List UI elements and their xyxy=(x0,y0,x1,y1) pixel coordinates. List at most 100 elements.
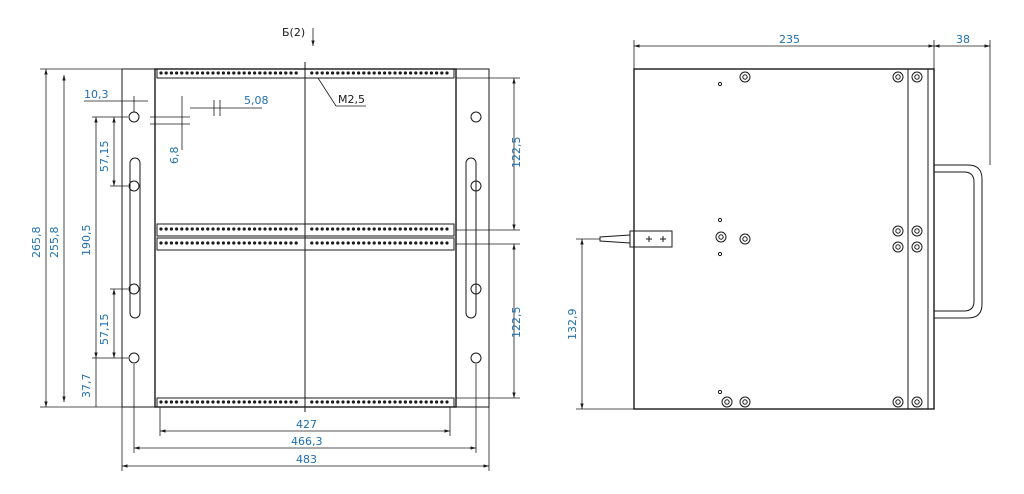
terminal-dot xyxy=(429,227,433,231)
dim-57-lower: 57,15 xyxy=(98,314,111,346)
terminal-dot xyxy=(398,71,402,75)
dim-6: 6,8 xyxy=(168,147,181,165)
terminal-dot xyxy=(320,71,324,75)
terminal-dot xyxy=(195,400,199,404)
terminal-dot xyxy=(227,71,231,75)
terminal-dot xyxy=(180,241,184,245)
terminal-dot xyxy=(377,241,381,245)
screw-inner xyxy=(742,236,748,242)
terminal-dot xyxy=(294,400,298,404)
terminal-dot xyxy=(169,71,173,75)
side-body xyxy=(633,68,935,410)
terminal-dot xyxy=(440,400,444,404)
terminal-dot xyxy=(362,241,366,245)
terminal-dot xyxy=(206,400,210,404)
terminal-dot xyxy=(237,241,241,245)
terminal-dot xyxy=(242,241,246,245)
terminal-dot xyxy=(341,227,345,231)
terminal-dot xyxy=(175,227,179,231)
terminal-dot xyxy=(289,227,293,231)
terminal-dot xyxy=(445,400,449,404)
terminal-dot xyxy=(414,241,418,245)
terminal-dot xyxy=(169,241,173,245)
terminal-dot xyxy=(258,227,262,231)
terminal-dot xyxy=(180,227,184,231)
terminal-dot xyxy=(388,241,392,245)
middle-rail-upper xyxy=(156,223,455,237)
dim-427: 427 xyxy=(296,418,317,431)
terminal-dot xyxy=(169,227,173,231)
terminal-dot xyxy=(419,227,423,231)
terminal-dot xyxy=(273,400,277,404)
terminal-dot xyxy=(175,400,179,404)
terminal-dot xyxy=(289,71,293,75)
terminal-dot xyxy=(180,400,184,404)
terminal-dot xyxy=(253,71,257,75)
terminal-dot xyxy=(253,241,257,245)
section-label: Б(2) xyxy=(282,26,305,39)
terminal-dot xyxy=(190,227,194,231)
thread-label: M2,5 xyxy=(338,93,365,106)
terminal-dot xyxy=(201,71,205,75)
terminal-dot xyxy=(216,71,220,75)
terminal-dot xyxy=(351,241,355,245)
screw-inner xyxy=(895,74,901,80)
screw-inner xyxy=(914,74,920,80)
terminal-dot xyxy=(289,241,293,245)
dim-57-upper: 57,15 xyxy=(98,141,111,173)
dim-122-upper: 122,5 xyxy=(510,137,523,169)
terminal-dot xyxy=(357,71,361,75)
terminal-dot xyxy=(284,400,288,404)
terminal-dot xyxy=(268,71,272,75)
terminal-dot xyxy=(362,71,366,75)
terminal-dot xyxy=(398,241,402,245)
terminal-dot xyxy=(294,241,298,245)
terminal-dot xyxy=(320,400,324,404)
terminal-dot xyxy=(440,227,444,231)
terminal-dot xyxy=(253,227,257,231)
terminal-dot xyxy=(435,227,439,231)
terminal-dot xyxy=(310,241,314,245)
terminal-dot xyxy=(398,400,402,404)
small-hole xyxy=(717,81,723,87)
terminal-dot xyxy=(325,71,329,75)
terminal-dot xyxy=(232,400,236,404)
terminal-dot xyxy=(325,227,329,231)
terminal-dot xyxy=(273,227,277,231)
terminal-dot xyxy=(383,400,387,404)
terminal-dot xyxy=(242,400,246,404)
terminal-dot xyxy=(377,227,381,231)
terminal-dot xyxy=(357,400,361,404)
terminal-dot xyxy=(247,400,251,404)
terminal-dot xyxy=(159,227,163,231)
terminal-dot xyxy=(211,71,215,75)
terminal-dot xyxy=(216,227,220,231)
terminal-dot xyxy=(388,400,392,404)
terminal-dot xyxy=(388,227,392,231)
terminal-dot xyxy=(419,241,423,245)
terminal-dot xyxy=(201,227,205,231)
terminal-dot xyxy=(383,241,387,245)
terminal-dot xyxy=(393,71,397,75)
terminal-dot xyxy=(195,227,199,231)
terminal-dot xyxy=(232,227,236,231)
terminal-dot xyxy=(190,241,194,245)
mount-hole xyxy=(128,283,140,295)
terminal-dot xyxy=(284,227,288,231)
terminal-dot xyxy=(341,71,345,75)
screw-inner xyxy=(895,399,901,405)
terminal-dot xyxy=(258,241,262,245)
terminal-dot xyxy=(398,227,402,231)
dim-132: 132,9 xyxy=(566,309,579,341)
terminal-dot xyxy=(242,227,246,231)
dim-235: 235 xyxy=(779,33,800,46)
terminal-dot xyxy=(372,241,376,245)
terminal-dot xyxy=(367,241,371,245)
terminal-dot xyxy=(429,71,433,75)
terminal-dot xyxy=(393,241,397,245)
top-rail xyxy=(156,68,455,79)
terminal-dot xyxy=(221,400,225,404)
terminal-dot xyxy=(310,400,314,404)
mount-hole xyxy=(470,111,482,123)
